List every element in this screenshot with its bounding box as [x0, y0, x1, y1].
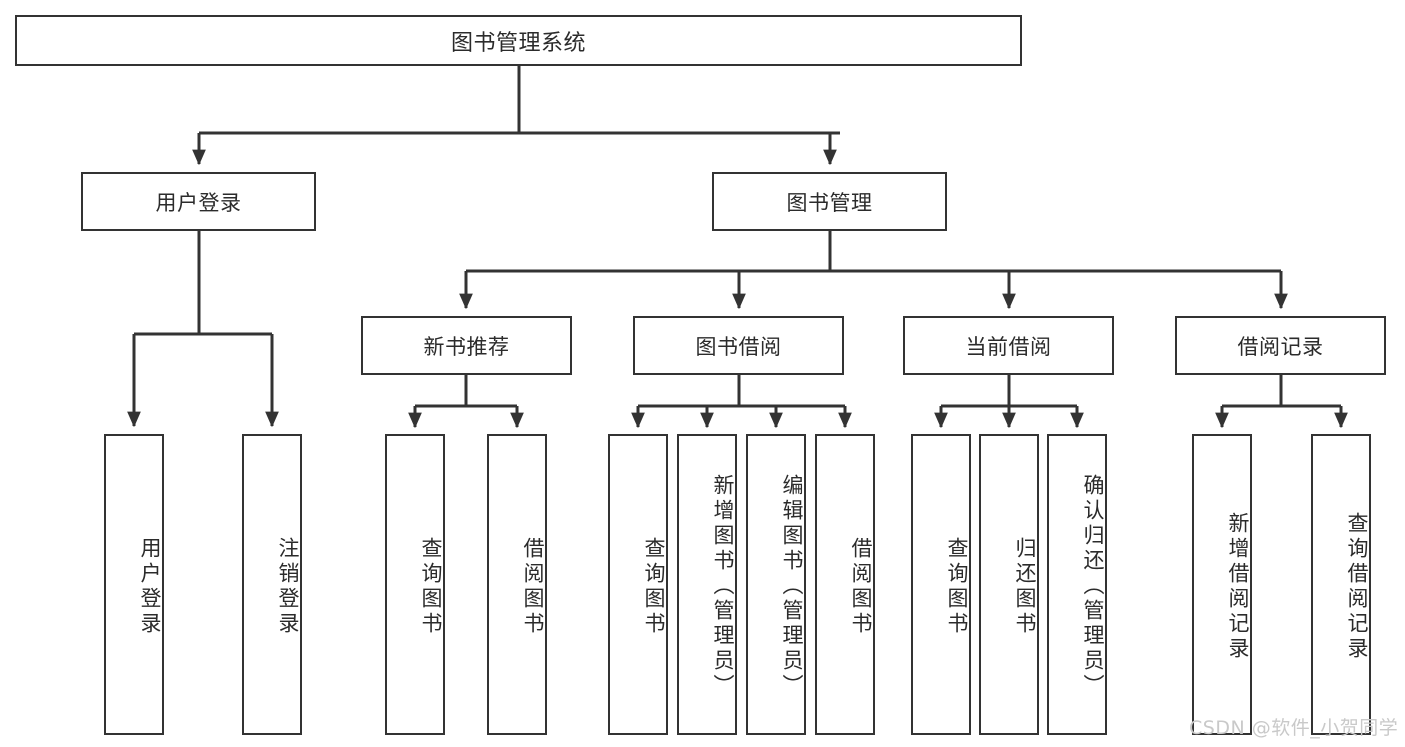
node-label: 用户登录 — [138, 536, 162, 637]
leaf-return-book[interactable]: 归还图书 — [979, 434, 1039, 735]
node-label: 图书管理系统 — [450, 30, 586, 56]
node-label: 新增图书（管理员） — [711, 474, 735, 699]
leaf-query-borrow-record[interactable]: 查询借阅记录 — [1311, 434, 1371, 735]
leaf-logout[interactable]: 注销登录 — [242, 434, 302, 735]
node-book-management[interactable]: 图书管理 — [712, 172, 947, 231]
node-label: 注销登录 — [276, 536, 300, 637]
node-label: 图书借阅 — [695, 334, 782, 359]
node-label: 借阅图书 — [521, 536, 545, 637]
node-label: 当前借阅 — [965, 334, 1052, 359]
node-label: 确认归还（管理员） — [1081, 474, 1105, 699]
leaf-add-borrow-record[interactable]: 新增借阅记录 — [1192, 434, 1252, 735]
node-label: 借阅记录 — [1237, 334, 1324, 359]
node-label: 编辑图书（管理员） — [780, 474, 804, 699]
leaf-user-login[interactable]: 用户登录 — [104, 434, 164, 735]
node-user-login[interactable]: 用户登录 — [81, 172, 316, 231]
watermark: CSDN @软件_小贺同学 — [1189, 717, 1399, 739]
leaf-confirm-return-admin[interactable]: 确认归还（管理员） — [1047, 434, 1107, 735]
leaf-borrow-book[interactable]: 借阅图书 — [815, 434, 875, 735]
leaf-query-book-borrow[interactable]: 查询图书 — [608, 434, 668, 735]
node-label: 归还图书 — [1013, 536, 1037, 637]
node-borrow-record[interactable]: 借阅记录 — [1175, 316, 1386, 375]
node-label: 查询借阅记录 — [1345, 511, 1369, 662]
node-book-borrow[interactable]: 图书借阅 — [633, 316, 844, 375]
node-label: 查询图书 — [642, 536, 666, 637]
node-label: 借阅图书 — [849, 536, 873, 637]
leaf-query-book-recommend[interactable]: 查询图书 — [385, 434, 445, 735]
leaf-edit-book-admin[interactable]: 编辑图书（管理员） — [746, 434, 806, 735]
leaf-add-book-admin[interactable]: 新增图书（管理员） — [677, 434, 737, 735]
node-label: 查询图书 — [945, 536, 969, 637]
node-root-system[interactable]: 图书管理系统 — [15, 15, 1022, 66]
node-label: 用户登录 — [155, 190, 242, 215]
node-new-book-recommend[interactable]: 新书推荐 — [361, 316, 572, 375]
node-current-borrow[interactable]: 当前借阅 — [903, 316, 1114, 375]
leaf-query-book-current[interactable]: 查询图书 — [911, 434, 971, 735]
node-label: 图书管理 — [786, 190, 873, 215]
node-label: 新书推荐 — [423, 334, 510, 359]
node-label: 新增借阅记录 — [1226, 511, 1250, 662]
node-label: 查询图书 — [419, 536, 443, 637]
leaf-borrow-book-recommend[interactable]: 借阅图书 — [487, 434, 547, 735]
